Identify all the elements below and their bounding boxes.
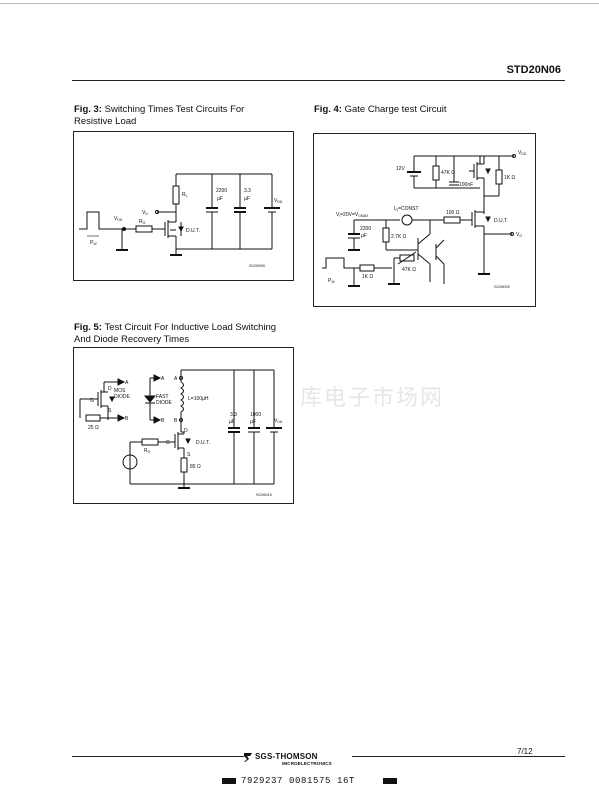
svg-text:47K Ω: 47K Ω xyxy=(402,267,416,273)
svg-text:VD: VD xyxy=(142,210,148,216)
svg-text:G: G xyxy=(90,398,94,404)
fig4-caption: Fig. 4: Gate Charge test Circuit xyxy=(314,104,447,116)
svg-text:VDD: VDD xyxy=(114,216,123,222)
watermark-text: 库电子市场网 xyxy=(300,385,445,410)
fig3-prefix: Fig. 3: xyxy=(74,104,102,115)
fig5-title-line1: Test Circuit For Inductive Load Switchin… xyxy=(104,322,277,333)
svg-text:B: B xyxy=(125,416,129,422)
footer-rule-right xyxy=(352,756,565,757)
svg-text:12V: 12V xyxy=(396,166,406,172)
svg-text:3.3: 3.3 xyxy=(244,188,251,194)
svg-text:G: G xyxy=(166,440,170,446)
svg-text:B: B xyxy=(174,418,178,424)
svg-text:SC06010: SC06010 xyxy=(256,493,272,497)
svg-text:DIODE: DIODE xyxy=(156,400,173,406)
header-rule xyxy=(72,80,565,81)
svg-text:1K Ω: 1K Ω xyxy=(362,274,374,280)
svg-text:PW: PW xyxy=(328,278,335,284)
svg-text:S: S xyxy=(187,452,191,458)
fig5-title-line2: And Diode Recovery Times xyxy=(74,334,190,345)
svg-text:µF: µF xyxy=(250,419,256,425)
svg-text:RG: RG xyxy=(139,219,146,225)
fig4-title-line1: Gate Charge test Circuit xyxy=(344,104,447,115)
fig3-rg-resistor xyxy=(135,225,153,233)
svg-text:µF: µF xyxy=(229,419,235,425)
fig3-schematic: PW VDD RG D.U.T. VD RL xyxy=(79,173,283,268)
svg-text:MOS: MOS xyxy=(114,388,126,394)
svg-text:2200: 2200 xyxy=(216,188,227,194)
fig3-rl-resistor xyxy=(172,185,180,205)
fig4-prefix: Fig. 4: xyxy=(314,104,342,115)
fig3-caption: Fig. 3: Switching Times Test Circuits Fo… xyxy=(74,104,244,128)
logo-sub-text: MICROELECTRONICS xyxy=(282,761,332,766)
svg-text:B: B xyxy=(161,418,165,424)
svg-text:A: A xyxy=(161,376,165,382)
fig4-schematic: VDD 12V 47K Ω 100nF 1K Ω xyxy=(322,150,527,289)
svg-text:Vi=20V=VGMAX: Vi=20V=VGMAX xyxy=(336,212,369,218)
fig5-schematic: A D G S MOS DIODE 25 Ω B A FAST DIODE B xyxy=(79,369,283,497)
svg-text:25 Ω: 25 Ω xyxy=(88,425,99,431)
fig3-title-line1: Switching Times Test Circuits For xyxy=(104,104,245,115)
svg-text:100nF: 100nF xyxy=(459,182,473,188)
svg-text:FAST: FAST xyxy=(156,394,169,400)
svg-text:VDD: VDD xyxy=(274,198,283,204)
fig5-caption: Fig. 5: Test Circuit For Inductive Load … xyxy=(74,322,276,346)
svg-text:100 Ω: 100 Ω xyxy=(446,210,460,216)
svg-text:1K Ω: 1K Ω xyxy=(504,175,516,181)
svg-text:VDD: VDD xyxy=(518,150,527,156)
footer-rule-left xyxy=(72,756,244,757)
fig3-pulse-waveform xyxy=(79,211,107,230)
svg-text:A: A xyxy=(174,376,178,382)
svg-text:D.U.T.: D.U.T. xyxy=(494,218,508,224)
svg-text:85 Ω: 85 Ω xyxy=(190,464,201,470)
svg-text:SC05990: SC05990 xyxy=(249,264,265,268)
svg-text:PW: PW xyxy=(90,240,97,246)
svg-text:3.3: 3.3 xyxy=(230,412,237,418)
svg-text:µF: µF xyxy=(361,233,367,239)
svg-text:A: A xyxy=(125,380,129,386)
barcode-right-block xyxy=(383,778,397,784)
barcode-text: 7929237 0081575 16T xyxy=(241,776,356,786)
fig5-prefix: Fig. 5: xyxy=(74,322,102,333)
svg-text:RL: RL xyxy=(182,192,188,198)
part-number-header: STD20N06 xyxy=(506,64,561,76)
svg-text:SC06000: SC06000 xyxy=(494,285,510,289)
svg-text:DIODE: DIODE xyxy=(114,394,131,400)
fig3-dut-label: D.U.T. xyxy=(186,228,200,234)
st-logo-icon xyxy=(243,750,253,762)
svg-text:L=100µH: L=100µH xyxy=(188,396,209,402)
fig3-circuit-frame: PW VDD RG D.U.T. VD RL xyxy=(73,131,294,281)
fig4-circuit-frame: VDD 12V 47K Ω 100nF 1K Ω xyxy=(313,133,536,307)
svg-text:VG: VG xyxy=(516,232,522,238)
svg-text:D: D xyxy=(108,386,112,392)
fig3-title-line2: Resistive Load xyxy=(74,116,137,127)
svg-text:IG=CONST: IG=CONST xyxy=(394,206,419,212)
svg-text:RG: RG xyxy=(144,448,151,454)
svg-text:2.7K Ω: 2.7K Ω xyxy=(391,234,407,240)
svg-text:D: D xyxy=(184,428,188,434)
svg-text:2200: 2200 xyxy=(360,226,371,232)
logo-main-text: SGS-THOMSON xyxy=(255,752,318,761)
svg-text:47K Ω: 47K Ω xyxy=(441,170,455,176)
fig5-circuit-frame: A D G S MOS DIODE 25 Ω B A FAST DIODE B xyxy=(73,347,294,504)
svg-text:D.U.T.: D.U.T. xyxy=(196,440,210,446)
page-number: 7/12 xyxy=(517,747,533,756)
svg-text:S: S xyxy=(108,408,112,414)
svg-text:VDD: VDD xyxy=(274,418,283,424)
svg-text:µF: µF xyxy=(244,196,250,202)
svg-text:µF: µF xyxy=(217,196,223,202)
barcode-left-block xyxy=(222,778,236,784)
top-border-line xyxy=(0,3,599,4)
svg-text:1000: 1000 xyxy=(250,412,261,418)
